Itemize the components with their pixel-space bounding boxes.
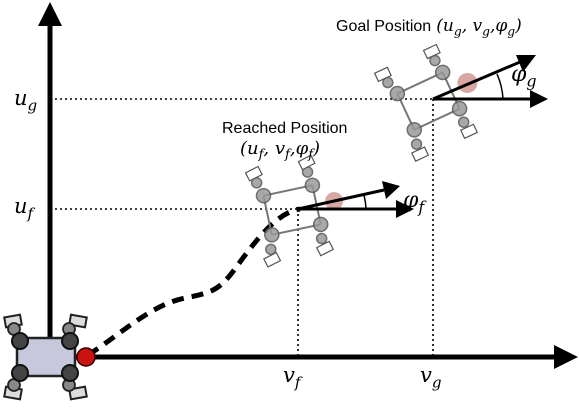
goal-tuple: (ug, vg,φg)	[436, 16, 522, 39]
goal-heading	[432, 55, 548, 108]
phi-g-angle-label: φg	[511, 62, 537, 91]
v-f-tick-label: vf	[283, 363, 301, 392]
reached-robot	[244, 154, 344, 268]
robot-center-marker	[76, 347, 96, 367]
u-axis-arrowhead	[38, 2, 62, 26]
reached-position-title: Reached Position	[222, 120, 348, 137]
reached-position-tuple: (uf, vf,φf)	[240, 138, 321, 163]
robot-body	[15, 336, 77, 378]
v-g-tick-label: vg	[420, 363, 442, 392]
u-g-tick-label: ug	[14, 86, 38, 115]
goal-title: Goal Position	[336, 18, 432, 35]
v-axis-arrowhead	[554, 345, 578, 369]
goal-position-label: Goal Position (ug, vg,φg)	[336, 18, 522, 38]
guide-lines	[50, 98, 434, 357]
coordinate-axes	[38, 2, 578, 369]
start-robot	[3, 313, 96, 401]
phi-f-angle-label: φf	[403, 188, 425, 217]
u-f-tick-label: uf	[14, 194, 34, 223]
reached-heading	[297, 181, 414, 218]
